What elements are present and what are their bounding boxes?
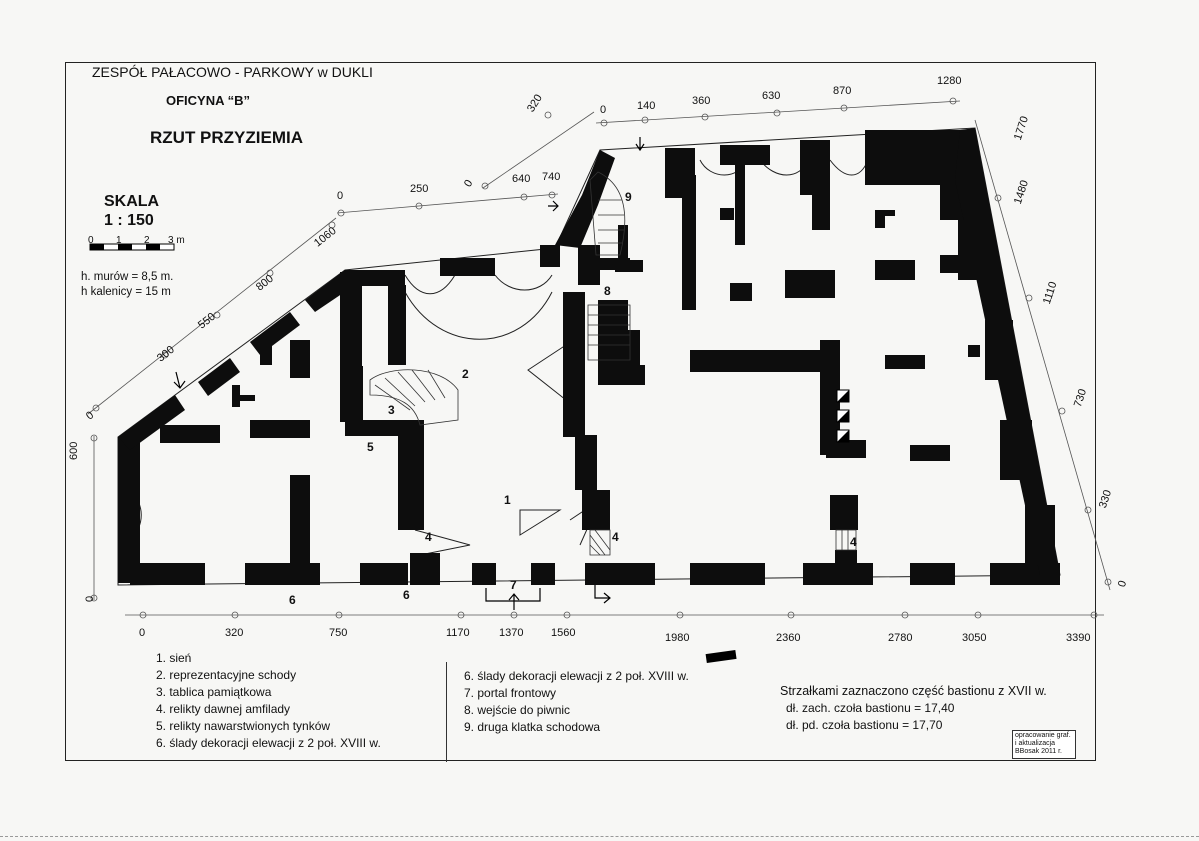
scale-ratio: 1 : 150 <box>104 212 154 229</box>
room-number-4-west: 4 <box>425 530 432 544</box>
dim-bottom-750: 750 <box>329 627 348 639</box>
legend-item: 9. druga klatka schodowa <box>464 720 601 734</box>
dim-mid-0: 0 <box>337 190 344 202</box>
north-arrow <box>705 649 737 664</box>
dim-top-140: 140 <box>637 100 656 112</box>
room-number-9: 9 <box>625 190 632 204</box>
dim-mid-250: 250 <box>410 183 429 195</box>
drawing-frame <box>65 62 1096 761</box>
scale-tick-1: 1 <box>116 235 122 246</box>
scale-tick-2: 2 <box>144 235 150 246</box>
legend-left: 1. sień 2. reprezentacyjne schody 3. tab… <box>156 650 381 752</box>
room-number-4-east: 4 <box>850 535 857 549</box>
page-edge-line <box>0 836 1199 838</box>
bastion-south-length: dł. pd. czoła bastionu = 17,70 <box>786 718 943 732</box>
bastion-west-length: dł. zach. czoła bastionu = 17,40 <box>786 701 955 715</box>
room-number-2: 2 <box>462 367 469 381</box>
dim-bottom-320: 320 <box>225 627 244 639</box>
scale-tick-0: 0 <box>88 235 94 246</box>
room-number-5: 5 <box>367 440 374 454</box>
room-number-6-east: 6 <box>403 588 410 602</box>
credit-line: i aktualizacja <box>1015 740 1056 747</box>
wall-height-note: h. murów = 8,5 m. <box>81 271 174 283</box>
legend-item: 2. reprezentacyjne schody <box>156 668 297 682</box>
scale-bar <box>89 243 175 251</box>
dim-mid-640: 640 <box>512 173 531 185</box>
dim-bottom-2780: 2780 <box>888 632 913 644</box>
legend-item: 1. sień <box>156 651 192 665</box>
room-number-3: 3 <box>388 403 395 417</box>
room-number-1: 1 <box>504 493 511 507</box>
legend-item: 6. ślady dekoracji elewacji z 2 poł. XVI… <box>156 736 381 750</box>
dimension-ticks <box>90 97 1112 619</box>
dim-top-1280: 1280 <box>937 75 962 87</box>
dim-top-870: 870 <box>833 85 852 97</box>
dim-bottom-1980: 1980 <box>665 632 690 644</box>
building-title: OFICYNA “B” <box>166 93 251 108</box>
credit-box: opracowanie graf. i aktualizacja BBosak … <box>1012 730 1076 759</box>
dim-left-0: 0 <box>84 595 96 602</box>
scale-label: SKALA <box>104 193 160 210</box>
dim-bottom-2360: 2360 <box>776 632 801 644</box>
legend-item: 5. relikty nawarstwionych tynków <box>156 719 331 733</box>
dim-bottom-3050: 3050 <box>962 632 987 644</box>
dim-bottom-1170: 1170 <box>446 627 470 639</box>
legend-item: 3. tablica pamiątkowa <box>156 685 272 699</box>
complex-title: ZESPÓŁ PAŁACOWO - PARKOWY w DUKLI <box>92 64 373 80</box>
dim-left-600: 600 <box>68 441 80 460</box>
dim-top-630: 630 <box>762 90 781 102</box>
scale-tick-3: 3 m <box>168 235 185 246</box>
legend-divider <box>446 662 447 762</box>
legend-item: 8. wejście do piwnic <box>464 703 571 717</box>
room-number-6-west: 6 <box>289 593 296 607</box>
walls <box>118 128 1060 585</box>
dim-top-0: 0 <box>600 104 607 116</box>
bastion-arrows <box>173 137 645 610</box>
credit-line: opracowanie graf. <box>1015 732 1071 739</box>
dim-bottom-0: 0 <box>139 627 146 639</box>
legend-item: 6. ślady dekoracji elewacji z 2 poł. XVI… <box>464 669 689 683</box>
ridge-height-note: h kalenicy = 15 m <box>81 286 171 298</box>
plan-title: RZUT PRZYZIEMIA <box>150 128 303 147</box>
dim-bottom-1560: 1560 <box>551 627 576 639</box>
dim-mid-740: 740 <box>542 171 561 183</box>
room-number-8: 8 <box>604 284 611 298</box>
legend-right: 6. ślady dekoracji elewacji z 2 poł. XVI… <box>464 668 689 736</box>
bastion-note-heading: Strzałkami zaznaczono część bastionu z X… <box>780 684 1047 698</box>
credit-line: BBosak 2011 r. <box>1015 748 1062 755</box>
legend-item: 4. relikty dawnej amfilady <box>156 702 291 716</box>
plaque-markers <box>836 389 850 443</box>
room-number-4-center: 4 <box>612 530 619 544</box>
dim-bottom-1370: 1370 <box>499 627 524 639</box>
stairs <box>369 171 857 556</box>
room-number-7: 7 <box>510 578 517 592</box>
legend-item: 7. portal frontowy <box>464 686 557 700</box>
dim-top-360: 360 <box>692 95 711 107</box>
dim-bottom-3390: 3390 <box>1066 632 1091 644</box>
